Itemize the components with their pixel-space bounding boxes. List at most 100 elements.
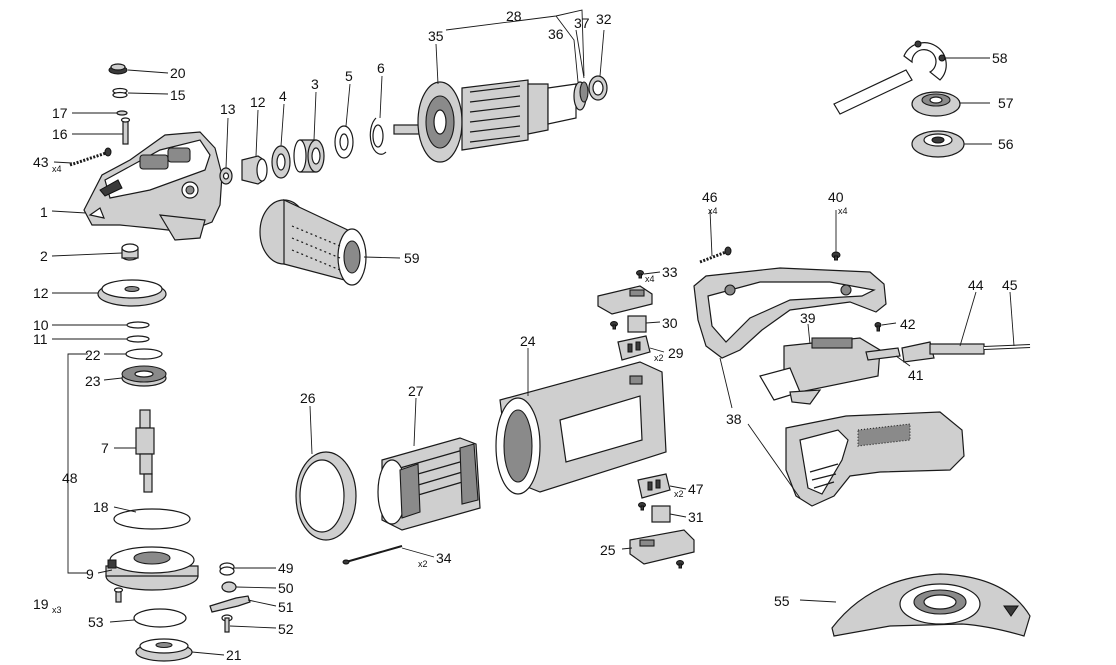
callout-36: 36 — [548, 26, 564, 42]
callout-4: 4 — [279, 88, 287, 104]
callout-55: 55 — [774, 593, 790, 609]
callout-52: 52 — [278, 621, 294, 637]
callout-10: 10 — [33, 317, 49, 333]
brush-30 — [627, 315, 647, 333]
wheel-guard-55 — [831, 573, 1031, 637]
callout-17: 17 — [52, 105, 68, 121]
callout-3: 3 — [311, 76, 319, 92]
side-handle-59 — [259, 199, 367, 286]
qty-33: x4 — [645, 274, 655, 284]
callout-57: 57 — [998, 95, 1014, 111]
o-ring-53 — [133, 608, 187, 628]
screw-lower-brush — [638, 502, 646, 511]
callout-39: 39 — [800, 310, 816, 326]
callout-34: 34 — [436, 550, 452, 566]
screw-33 — [636, 270, 644, 279]
brush-cover-25 — [629, 529, 695, 565]
nut-13 — [219, 167, 233, 185]
clamp-nut-21 — [135, 638, 193, 662]
qty-29: x2 — [654, 353, 664, 363]
callout-56: 56 — [998, 136, 1014, 152]
callout-20: 20 — [170, 65, 186, 81]
screw-52 — [221, 614, 233, 633]
armature — [393, 79, 589, 163]
callout-33: 33 — [662, 264, 678, 280]
callout-2: 2 — [40, 248, 48, 264]
spindle-7 — [135, 409, 155, 493]
screw-40 — [831, 251, 841, 261]
callout-7: 7 — [101, 440, 109, 456]
gear-12 — [97, 279, 167, 307]
callout-25: 25 — [600, 542, 616, 558]
washer-11 — [126, 335, 150, 343]
callout-42: 42 — [900, 316, 916, 332]
button-50 — [221, 581, 237, 593]
screw-34 — [342, 545, 403, 565]
callout-45: 45 — [1002, 277, 1018, 293]
callout-12-left: 12 — [33, 285, 49, 301]
callout-43: 43 — [33, 154, 49, 170]
o-ring-18 — [113, 508, 191, 530]
brush-cover-top — [597, 285, 653, 315]
screw-19 — [113, 587, 124, 603]
callout-31: 31 — [688, 509, 704, 525]
gear-head-cover — [83, 131, 223, 241]
callout-53: 53 — [88, 614, 104, 630]
lever-51 — [209, 595, 251, 613]
qty-19: x3 — [52, 605, 62, 615]
callout-23: 23 — [85, 373, 101, 389]
callout-38: 38 — [726, 411, 742, 427]
callout-46: 46 — [702, 189, 718, 205]
callout-58: 58 — [992, 50, 1008, 66]
screw-43 — [69, 147, 112, 167]
switch-39 — [759, 337, 881, 405]
cable-44-45 — [901, 341, 1031, 363]
callout-30: 30 — [662, 315, 678, 331]
washer-10 — [126, 321, 150, 329]
callout-41: 41 — [908, 367, 924, 383]
callout-15: 15 — [170, 87, 186, 103]
callout-12-top: 12 — [250, 94, 266, 110]
callout-44: 44 — [968, 277, 984, 293]
spring-49 — [219, 562, 235, 576]
spanner-58 — [833, 40, 947, 115]
callout-22: 22 — [85, 347, 101, 363]
callout-47: 47 — [688, 481, 704, 497]
cable-clamp-41 — [865, 347, 901, 361]
callout-1: 1 — [40, 204, 48, 220]
callout-9: 9 — [86, 566, 94, 582]
screw-top-brush — [610, 321, 618, 330]
qty-34: x2 — [418, 559, 428, 569]
callout-6: 6 — [377, 60, 385, 76]
sleeve-2 — [121, 243, 139, 261]
washer-5 — [334, 125, 354, 159]
screw-42 — [874, 322, 882, 332]
motor-housing-24 — [495, 361, 667, 495]
callout-51: 51 — [278, 599, 294, 615]
qty-43: x4 — [52, 164, 62, 174]
flange-56 — [911, 130, 965, 158]
callout-35: 35 — [428, 28, 444, 44]
washer-17 — [116, 110, 128, 116]
circlip-22 — [125, 348, 163, 360]
callout-28: 28 — [506, 8, 522, 24]
callout-27: 27 — [408, 383, 424, 399]
callout-40: 40 — [828, 189, 844, 205]
brush-31 — [651, 505, 671, 523]
qty-46: x4 — [708, 206, 718, 216]
callout-11: 11 — [33, 331, 48, 347]
circlip-6 — [369, 117, 387, 155]
bearing-23 — [121, 365, 167, 387]
callout-29: 29 — [668, 345, 684, 361]
callout-26: 26 — [300, 390, 316, 406]
cap-nut-20 — [108, 63, 128, 75]
callout-50: 50 — [278, 580, 294, 596]
qty-40: x4 — [838, 206, 848, 216]
brush-holder-29 — [617, 335, 651, 361]
ring-4 — [271, 145, 291, 179]
leader-lines — [51, 9, 1015, 656]
fan-baffle-26 — [295, 451, 357, 541]
bushing-12 — [241, 155, 268, 185]
